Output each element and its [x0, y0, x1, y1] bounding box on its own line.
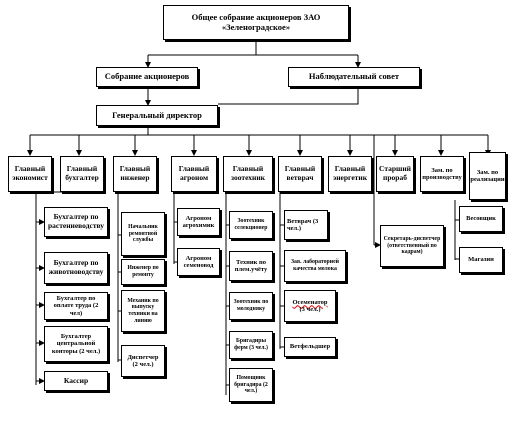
secretary-dispatcher-box: Секретарь-диспетчер (ответственный по ка… [380, 225, 444, 267]
head-economist-label: Главный экономист [12, 164, 48, 182]
secretary-dispatcher-label: Секретарь-диспетчер (ответственный по ка… [383, 236, 441, 256]
deputy-production-label: Зам. по производству [422, 166, 462, 181]
repair-chief-label: Начальник ремонтной службы [128, 224, 158, 244]
seed-agronomist-box: Агроном семеновод [177, 248, 220, 276]
accountant-payroll-label: Бухгалтер по оплате труда (2 чел) [53, 294, 99, 317]
head-zootechnician-box: Главный зоотехник [223, 156, 273, 192]
veterinarian-label: Ветврач (3 чел.) [287, 217, 319, 232]
mechanic-label: Механик по выпуску техники на линию [127, 297, 159, 324]
supervisory-board-label: Наблюдательный совет [308, 71, 400, 82]
inseminator-count: (3 чел.) [299, 306, 321, 313]
head-engineer-box: Главный инженер [113, 156, 157, 192]
lab-head-label: Зав. лабораторией качества молока [291, 259, 339, 272]
general-director-box: Генеральный директор [96, 105, 218, 126]
farm-foremen-label: Бригадиры ферм (3 чел.) [234, 338, 268, 351]
repair-engineer-box: Инженер по ремонту [121, 259, 165, 285]
deputy-sales-box: Зам. по реализации [469, 152, 506, 200]
inseminator-box: Осеменатор (3 чел.) [284, 290, 336, 322]
agrochemist-box: Агроном агрохимик [177, 208, 220, 236]
assistant-foreman-label: Помощник бригадира (2 чел.) [234, 375, 268, 395]
inseminator-label: Осеменатор [292, 298, 328, 306]
general-meeting-box: Общее собрание акционеров ЗАО «Зеленогра… [163, 5, 349, 40]
head-energy-box: Главный энергетик [328, 156, 372, 192]
shareholders-meeting-label: Собрание акционеров [104, 71, 190, 82]
head-accountant-box: Главный бухгалтер [60, 156, 104, 192]
dispatcher-label: Диспетчер (2 чел.) [127, 353, 159, 368]
head-agronomist-box: Главный агроном [171, 156, 217, 192]
farm-foremen-box: Бригадиры ферм (3 чел.) [229, 331, 273, 359]
agrochemist-label: Агроном агрохимик [182, 214, 215, 229]
cashier-box: Кассир [44, 371, 108, 391]
head-engineer-label: Главный инженер [119, 164, 151, 182]
dispatcher-box: Диспетчер (2 чел.) [121, 345, 165, 377]
lab-head-box: Зав. лабораторией качества молока [284, 250, 346, 282]
shop-label: Магазин [468, 256, 494, 264]
repair-chief-box: Начальник ремонтной службы [121, 212, 165, 256]
head-vet-box: Главный ветврач [278, 156, 322, 192]
young-stock-zootech-label: Зоотехник по молодняку [233, 299, 269, 312]
weigher-label: Весовщик [466, 215, 496, 223]
accountant-office-label: Бухгалтер центральной конторы (2 чел.) [51, 332, 101, 355]
head-foreman-box: Старший прораб [376, 156, 414, 192]
accountant-livestock-box: Бухгалтер по животноводству [44, 252, 108, 284]
accountant-livestock-label: Бухгалтер по животноводству [48, 258, 104, 276]
young-stock-zootech-box: Зоотехник по молодняку [229, 292, 273, 320]
veterinarian-box: Ветврач (3 чел.) [284, 210, 328, 240]
deputy-sales-label: Зам. по реализации [470, 168, 505, 183]
head-energy-label: Главный энергетик [332, 164, 368, 182]
zootech-breeder-box: Зоотехник селекционер [229, 211, 273, 239]
supervisory-board-box: Наблюдательный совет [288, 67, 420, 87]
shareholders-meeting-box: Собрание акционеров [96, 67, 198, 87]
accountant-crop-box: Бухгалтер по растениеводству [44, 207, 108, 237]
general-meeting-line1: Общее собрание акционеров ЗАО [191, 11, 321, 22]
head-foreman-label: Старший прораб [379, 164, 411, 182]
head-vet-label: Главный ветврач [284, 164, 316, 182]
cashier-label: Кассир [63, 375, 89, 385]
paramedic-label: Ветфельдшер [289, 343, 331, 351]
shop-box: Магазин [459, 247, 503, 273]
zootech-breeder-label: Зоотехник селекционер [234, 218, 268, 231]
paramedic-box: Ветфельдшер [284, 337, 336, 357]
deputy-production-box: Зам. по производству [420, 156, 464, 192]
accountant-office-box: Бухгалтер центральной конторы (2 чел.) [44, 326, 108, 362]
head-economist-box: Главный экономист [8, 156, 52, 192]
assistant-foreman-box: Помощник бригадира (2 чел.) [229, 368, 273, 402]
head-accountant-label: Главный бухгалтер [65, 164, 99, 182]
seed-agronomist-label: Агроном семеновод [183, 254, 214, 269]
breeding-tech-label: Техник по плем.учёту [234, 258, 268, 273]
mechanic-box: Механик по выпуску техники на линию [121, 290, 165, 332]
accountant-crop-label: Бухгалтер по растениеводству [47, 212, 105, 230]
general-director-label: Генеральный директор [112, 109, 202, 120]
general-meeting-line2: «Зеленоградское» [221, 21, 291, 32]
head-zootechnician-label: Главный зоотехник [231, 164, 265, 182]
weigher-box: Весовщик [459, 206, 503, 232]
head-agronomist-label: Главный агроном [178, 164, 210, 182]
accountant-payroll-box: Бухгалтер по оплате труда (2 чел) [44, 292, 108, 320]
breeding-tech-box: Техник по плем.учёту [229, 251, 273, 281]
repair-engineer-label: Инженер по ремонту [127, 265, 159, 278]
